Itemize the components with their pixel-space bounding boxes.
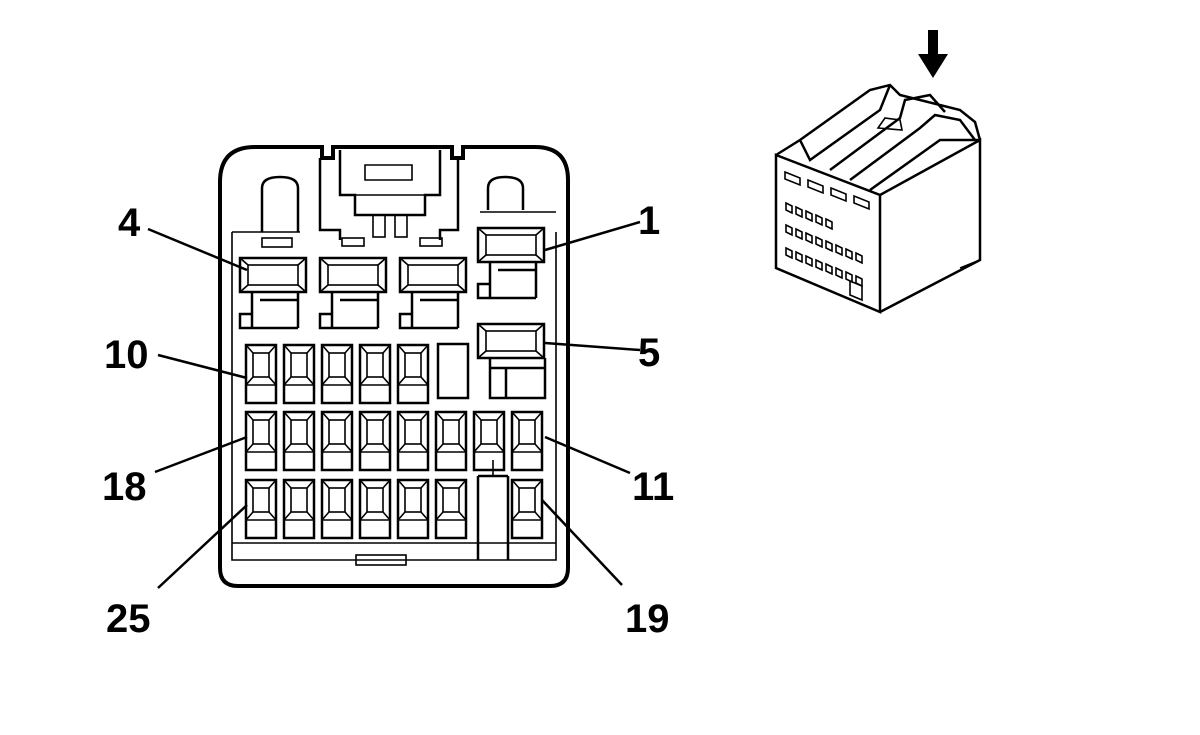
leader-pin-25 (157, 504, 248, 589)
pin-label-10: 10 (104, 333, 149, 377)
guide-post-right (486, 175, 525, 210)
latch-outline (318, 158, 460, 240)
connector-face-view (218, 145, 570, 588)
cavity-row-b-6 (434, 410, 468, 472)
large-terminal-cavities (238, 226, 547, 400)
cavity-pin-19 (510, 478, 544, 540)
leader-pin-10 (157, 353, 248, 380)
cavity-pin-5 (476, 322, 546, 360)
cavity-row-b-8 (510, 410, 544, 472)
pin-label-11: 11 (632, 465, 674, 509)
guide-post-left (260, 175, 300, 232)
leader-pin-1 (544, 220, 641, 252)
leader-pin-11 (544, 435, 631, 475)
cavity-row-c-4 (358, 478, 392, 540)
pin-label-25: 25 (106, 597, 151, 641)
guide-post-left-foot (261, 237, 293, 248)
latch-slot-2 (394, 214, 408, 238)
latch-foot-right (419, 237, 443, 247)
latch-inner (340, 164, 440, 196)
leader-pin-18 (154, 435, 248, 474)
cavity-pin-3 (318, 256, 388, 330)
pin-label-5: 5 (638, 331, 660, 375)
leader-lines (147, 220, 641, 589)
leader-pin-5 (544, 341, 641, 352)
leader-pin-4 (147, 227, 248, 272)
iso-top-ridges (775, 83, 982, 192)
cavity-row-b-2 (282, 410, 316, 472)
pin-label-19: 19 (625, 597, 670, 641)
cavity-row-c-2 (282, 478, 316, 540)
pin-label-18: 18 (102, 465, 147, 509)
cavity-row-c-6 (434, 478, 468, 540)
housing-outline (218, 145, 570, 588)
iso-cavities (784, 170, 870, 288)
cavity-row-a-5 (396, 343, 430, 405)
cavity-row-a-4 (358, 343, 392, 405)
cavity-pin-5-body (488, 358, 547, 400)
cavity-row-b-3 (320, 410, 354, 472)
cavity-row-c-5 (396, 478, 430, 540)
cavity-row-c-3 (320, 478, 354, 540)
leader-pin-19 (541, 499, 623, 586)
cavity-row-a-1 (244, 343, 278, 405)
iso-side-face (879, 137, 982, 314)
cavity-pin-1 (476, 226, 546, 300)
cavity-row-b-1 (244, 410, 278, 472)
cavity-row-b-7 (472, 410, 506, 472)
small-terminal-cavities (244, 343, 544, 540)
cavity-row-c-1 (244, 478, 278, 540)
cavity-pin-4 (238, 256, 308, 330)
latch-foot-left (341, 237, 365, 247)
pin-labels: 4 1 10 5 18 11 25 19 (102, 199, 674, 641)
iso-side-base (959, 259, 981, 269)
pin-label-4: 4 (118, 201, 141, 245)
latch-slot-1 (372, 214, 386, 238)
latch-body (338, 150, 442, 217)
cavity-row-a-2 (282, 343, 316, 405)
cavity-row-b-5 (396, 410, 430, 472)
cavity-row-b-4 (358, 410, 392, 472)
housing-inner-line (231, 232, 557, 561)
pin-label-1: 1 (638, 199, 660, 243)
cavity-row-a-3 (320, 343, 354, 405)
blank-key-row-10 (436, 342, 470, 400)
iso-latch-tab (876, 117, 903, 131)
down-arrow-icon (918, 30, 948, 78)
connector-isometric-view (774, 83, 982, 314)
cavity-pin-2 (398, 256, 468, 330)
bottom-key-notch (355, 554, 407, 566)
